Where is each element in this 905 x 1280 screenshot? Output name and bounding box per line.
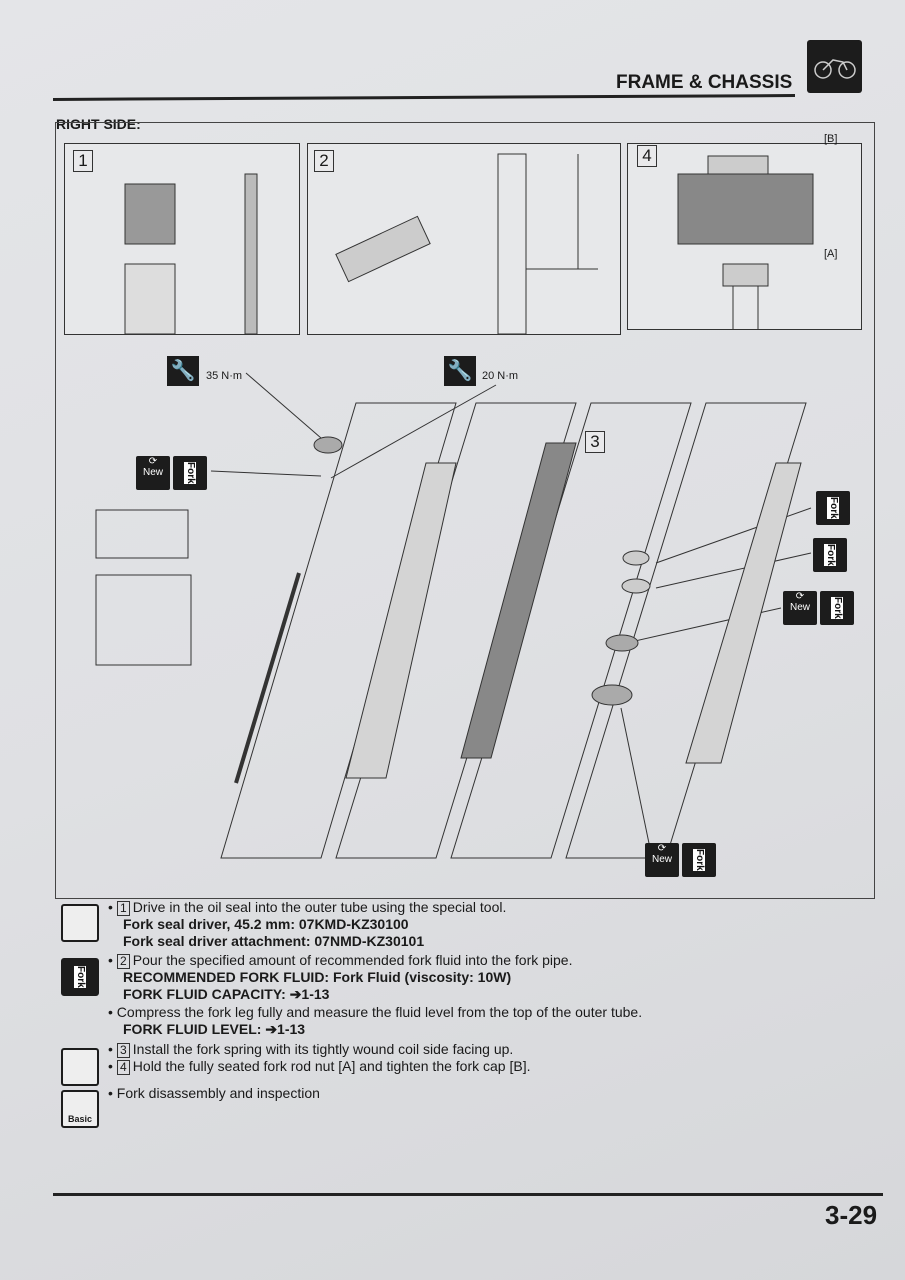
fork-label: Fork (74, 966, 86, 988)
basic-manual-icon: Basic (61, 1090, 99, 1128)
instruction-text: Hold the fully seated fork rod nut [A] a… (132, 1058, 531, 1074)
inset-step-2 (307, 143, 621, 335)
spec-line: FORK FLUID CAPACITY: ➔1-13 (123, 986, 330, 1002)
new-label: New (789, 602, 810, 613)
instruction-text: Install the fork spring with its tightly… (132, 1041, 514, 1057)
instruction-text: Compress the fork leg fully and measure … (116, 1004, 643, 1020)
section-title: RIGHT SIDE: (56, 116, 141, 132)
instruction-reference: • Fork disassembly and inspection (108, 1085, 320, 1101)
fork-label: Fork (827, 497, 839, 519)
fork-label: Fork (831, 597, 843, 619)
basic-label: Basic (67, 1114, 93, 1124)
fork-fluid-icon: Fork (173, 456, 207, 490)
step-box: 1 (116, 901, 130, 916)
label-a: [A] (824, 248, 838, 260)
step-box: 4 (116, 1060, 130, 1075)
fork-fluid-icon: Fork (820, 591, 854, 625)
new-part-icon: ⟳New (645, 843, 679, 877)
instruction-compress: • Compress the fork leg fully and measur… (108, 1004, 643, 1037)
fork-parts-drawing (95, 372, 812, 859)
instruction-text: Pour the specified amount of recommended… (132, 952, 573, 968)
step-number-4: 4 (637, 145, 657, 167)
special-tool-icon (61, 1048, 99, 1086)
new-part-icon: ⟳New (136, 456, 170, 490)
motorcycle-icon (807, 40, 862, 93)
label-b: [B] (824, 133, 838, 145)
torque-wrench-icon: 🔧 (444, 356, 476, 386)
step-number-1: 1 (73, 150, 93, 172)
spec-line: Fork seal driver attachment: 07NMD-KZ301… (123, 933, 425, 949)
step-number-3: 3 (585, 431, 605, 453)
step-number-2: 2 (314, 150, 334, 172)
fork-label: Fork (184, 462, 196, 484)
spec-line: RECOMMENDED FORK FLUID: Fork Fluid (visc… (123, 969, 512, 985)
torque-wrench-icon: 🔧 (167, 356, 199, 386)
exploded-diagram: 1 2 4 [B] [A] (55, 122, 875, 899)
inset-step-1 (64, 143, 300, 335)
fork-label: Fork (824, 544, 836, 566)
fork-fluid-icon: Fork (682, 843, 716, 877)
header-rule (52, 94, 796, 101)
chapter-title: FRAME & CHASSIS (616, 72, 793, 93)
fork-label: Fork (693, 849, 705, 871)
new-label: New (651, 854, 672, 865)
new-part-icon: ⟳New (783, 591, 817, 625)
page-number: 3-29 (825, 1200, 878, 1230)
fork-fluid-icon: Fork (61, 958, 99, 996)
footer-rule (53, 1193, 883, 1196)
spec-line: Fork seal driver, 45.2 mm: 07KMD-KZ30100 (123, 916, 409, 932)
step-box: 3 (116, 1043, 130, 1058)
fork-fluid-icon: Fork (813, 538, 847, 572)
step-box: 2 (116, 954, 130, 969)
special-tool-icon (61, 904, 99, 942)
torque-value-35: 35 N·m (206, 370, 243, 382)
spec-line: FORK FLUID LEVEL: ➔1-13 (123, 1021, 306, 1037)
torque-value-20: 20 N·m (482, 370, 519, 382)
fork-fluid-icon: Fork (816, 491, 850, 525)
inset-step-4 (627, 143, 862, 330)
new-label: New (142, 467, 163, 478)
instruction-text: Fork disassembly and inspection (116, 1085, 320, 1101)
instruction-text: Drive in the oil seal into the outer tub… (132, 899, 507, 915)
